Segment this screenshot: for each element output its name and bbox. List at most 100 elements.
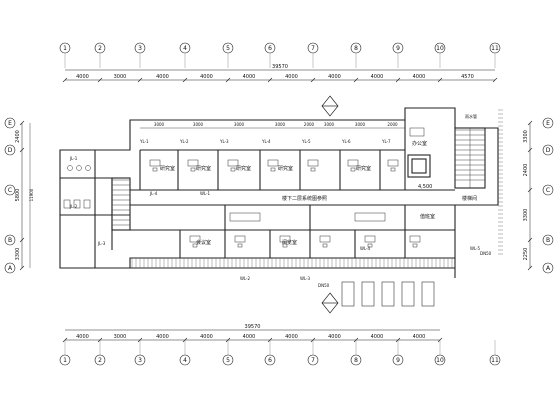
grid-bubble-label: 7 [311,357,315,364]
furniture-blocks [63,127,425,248]
grid-bubble-label: 3 [138,45,142,52]
building-walls [59,107,499,278]
grid-bubble-row [4,234,16,246]
dimension-label: 4000 [200,74,213,80]
grid-bubble-label: E [8,120,12,127]
grid-bubble-row [542,184,554,196]
dimension-label: 2000 [387,122,398,127]
stair-treads [112,128,485,226]
pipe-tag: WL-1 [200,191,211,196]
grid-bubble-label: B [546,237,550,244]
dimension-label: 3000 [193,122,204,127]
dimension-label: 4000 [76,74,89,80]
corridor-note: 楼下二层系统图参照 [282,195,327,202]
dimension-label: 3000 [114,334,127,340]
dimension-label: 2250 [523,248,529,261]
grid-bubble-label: 5 [226,357,230,364]
grid-bubble-label: 10 [436,357,444,364]
dn-tag: DN50 [318,283,330,288]
dimension-label: 4000 [413,334,426,340]
grid-bubble-label: 11 [491,45,499,52]
unit-tag: YL-4 [261,139,271,144]
pipe-tags: YL-1 YL-2 YL-3 YL-4 YL-5 YL-6 YL-7JL-1JL-2JL-3… [69,113,492,288]
dimension-label: 4000 [243,334,256,340]
dimension-label: 4000 [156,334,169,340]
dimension-label: 4000 [200,334,213,340]
pipe-tag: WL-3 [300,276,311,281]
dimension-label: 3000 [324,122,335,127]
dimension-label: 4000 [371,334,384,340]
room-label: 楼梯间 [462,195,477,202]
room-label: 研究室 [160,165,175,172]
grid-bubble-row [542,144,554,156]
grid-bubble-label: 5 [226,45,230,52]
dimension-label: 3000 [275,122,286,127]
grid-bubble-label: 1 [63,357,67,364]
dimension-label: 4000 [328,334,341,340]
grid-bubble-row [4,117,16,129]
room-label: 值班室 [420,213,435,220]
grid-bubble-row [542,262,554,274]
dimension-label: 4000 [285,334,298,340]
dimension-label: 3300 [523,130,529,143]
grid-bubble-label: 6 [268,357,272,364]
grid-bubble-label: D [546,147,551,154]
section-marker-lower [321,292,339,314]
grid-bubble-label: 6 [268,45,272,52]
dimension-label: 4000 [156,74,169,80]
dimension-label: 5800 [15,189,21,202]
pipe-tag: WL-5 [470,246,481,251]
grid-bubble-label: 9 [396,45,400,52]
grid-bubble-label: 9 [396,357,400,364]
dimension-label: 3300 [15,248,21,261]
grid-bubble-row [4,144,16,156]
dimension-total: 39570 [272,64,288,70]
grid-bubble-row [542,234,554,246]
roof-drain-tag: 雨水管 [465,113,477,119]
dimension-label: 4000 [243,74,256,80]
parking-stalls [341,281,435,307]
dimension-label: 4000 [413,74,426,80]
grid-bubble-row [4,262,16,274]
pipe-tag: JL-1 [69,156,78,161]
unit-tag: YL-7 [381,139,391,144]
unit-tag: YL-5 [301,139,311,144]
pipe-tag: WL-2 [240,276,251,281]
dimension-label: 2400 [15,130,21,143]
grid-bubble-label: C [546,187,550,194]
dimension-label: 4000 [328,74,341,80]
grid-bubble-label: 11 [491,357,499,364]
grid-bubble-row [542,117,554,129]
unit-tag: YL-3 [219,139,229,144]
grid-bubble-label: 8 [354,45,358,52]
unit-tag: YL-6 [341,139,351,144]
unit-tag: YL-2 [179,139,189,144]
grid-bubble-label: A [8,265,13,272]
grid-bubble-label: 8 [354,357,358,364]
dimension-label: 3000 [114,74,127,80]
dimension-label: 2000 [304,122,315,127]
dimension-label: 4000 [76,334,89,340]
unit-tag: YL-1 [139,139,149,144]
stair-width-label: 4,500 [418,184,432,190]
dimension-label: 3000 [355,122,366,127]
room-label: 研究室 [278,165,293,172]
room-labels: 研究室 研究室 研究室 研究室 研究室 办公室 会议室 阅览室 楼下二层系统图参… [160,140,477,246]
dimension-label: 3000 [234,122,245,127]
room-label: 办公室 [412,140,427,147]
room-label: 研究室 [356,165,371,172]
pipe-tag: JL-2 [69,204,78,209]
grid-bubble-label: 4 [183,357,187,364]
grid-bubble-row [4,184,16,196]
grid-bubble-label: D [8,147,13,154]
grid-bubble-label: 7 [311,45,315,52]
dimension-label: 3300 [523,209,529,222]
pipe-tag: WL-4 [360,246,371,251]
room-label: 研究室 [196,165,211,172]
pipe-tag: JL-3 [97,241,106,246]
grid-bubble-label: 10 [436,45,444,52]
